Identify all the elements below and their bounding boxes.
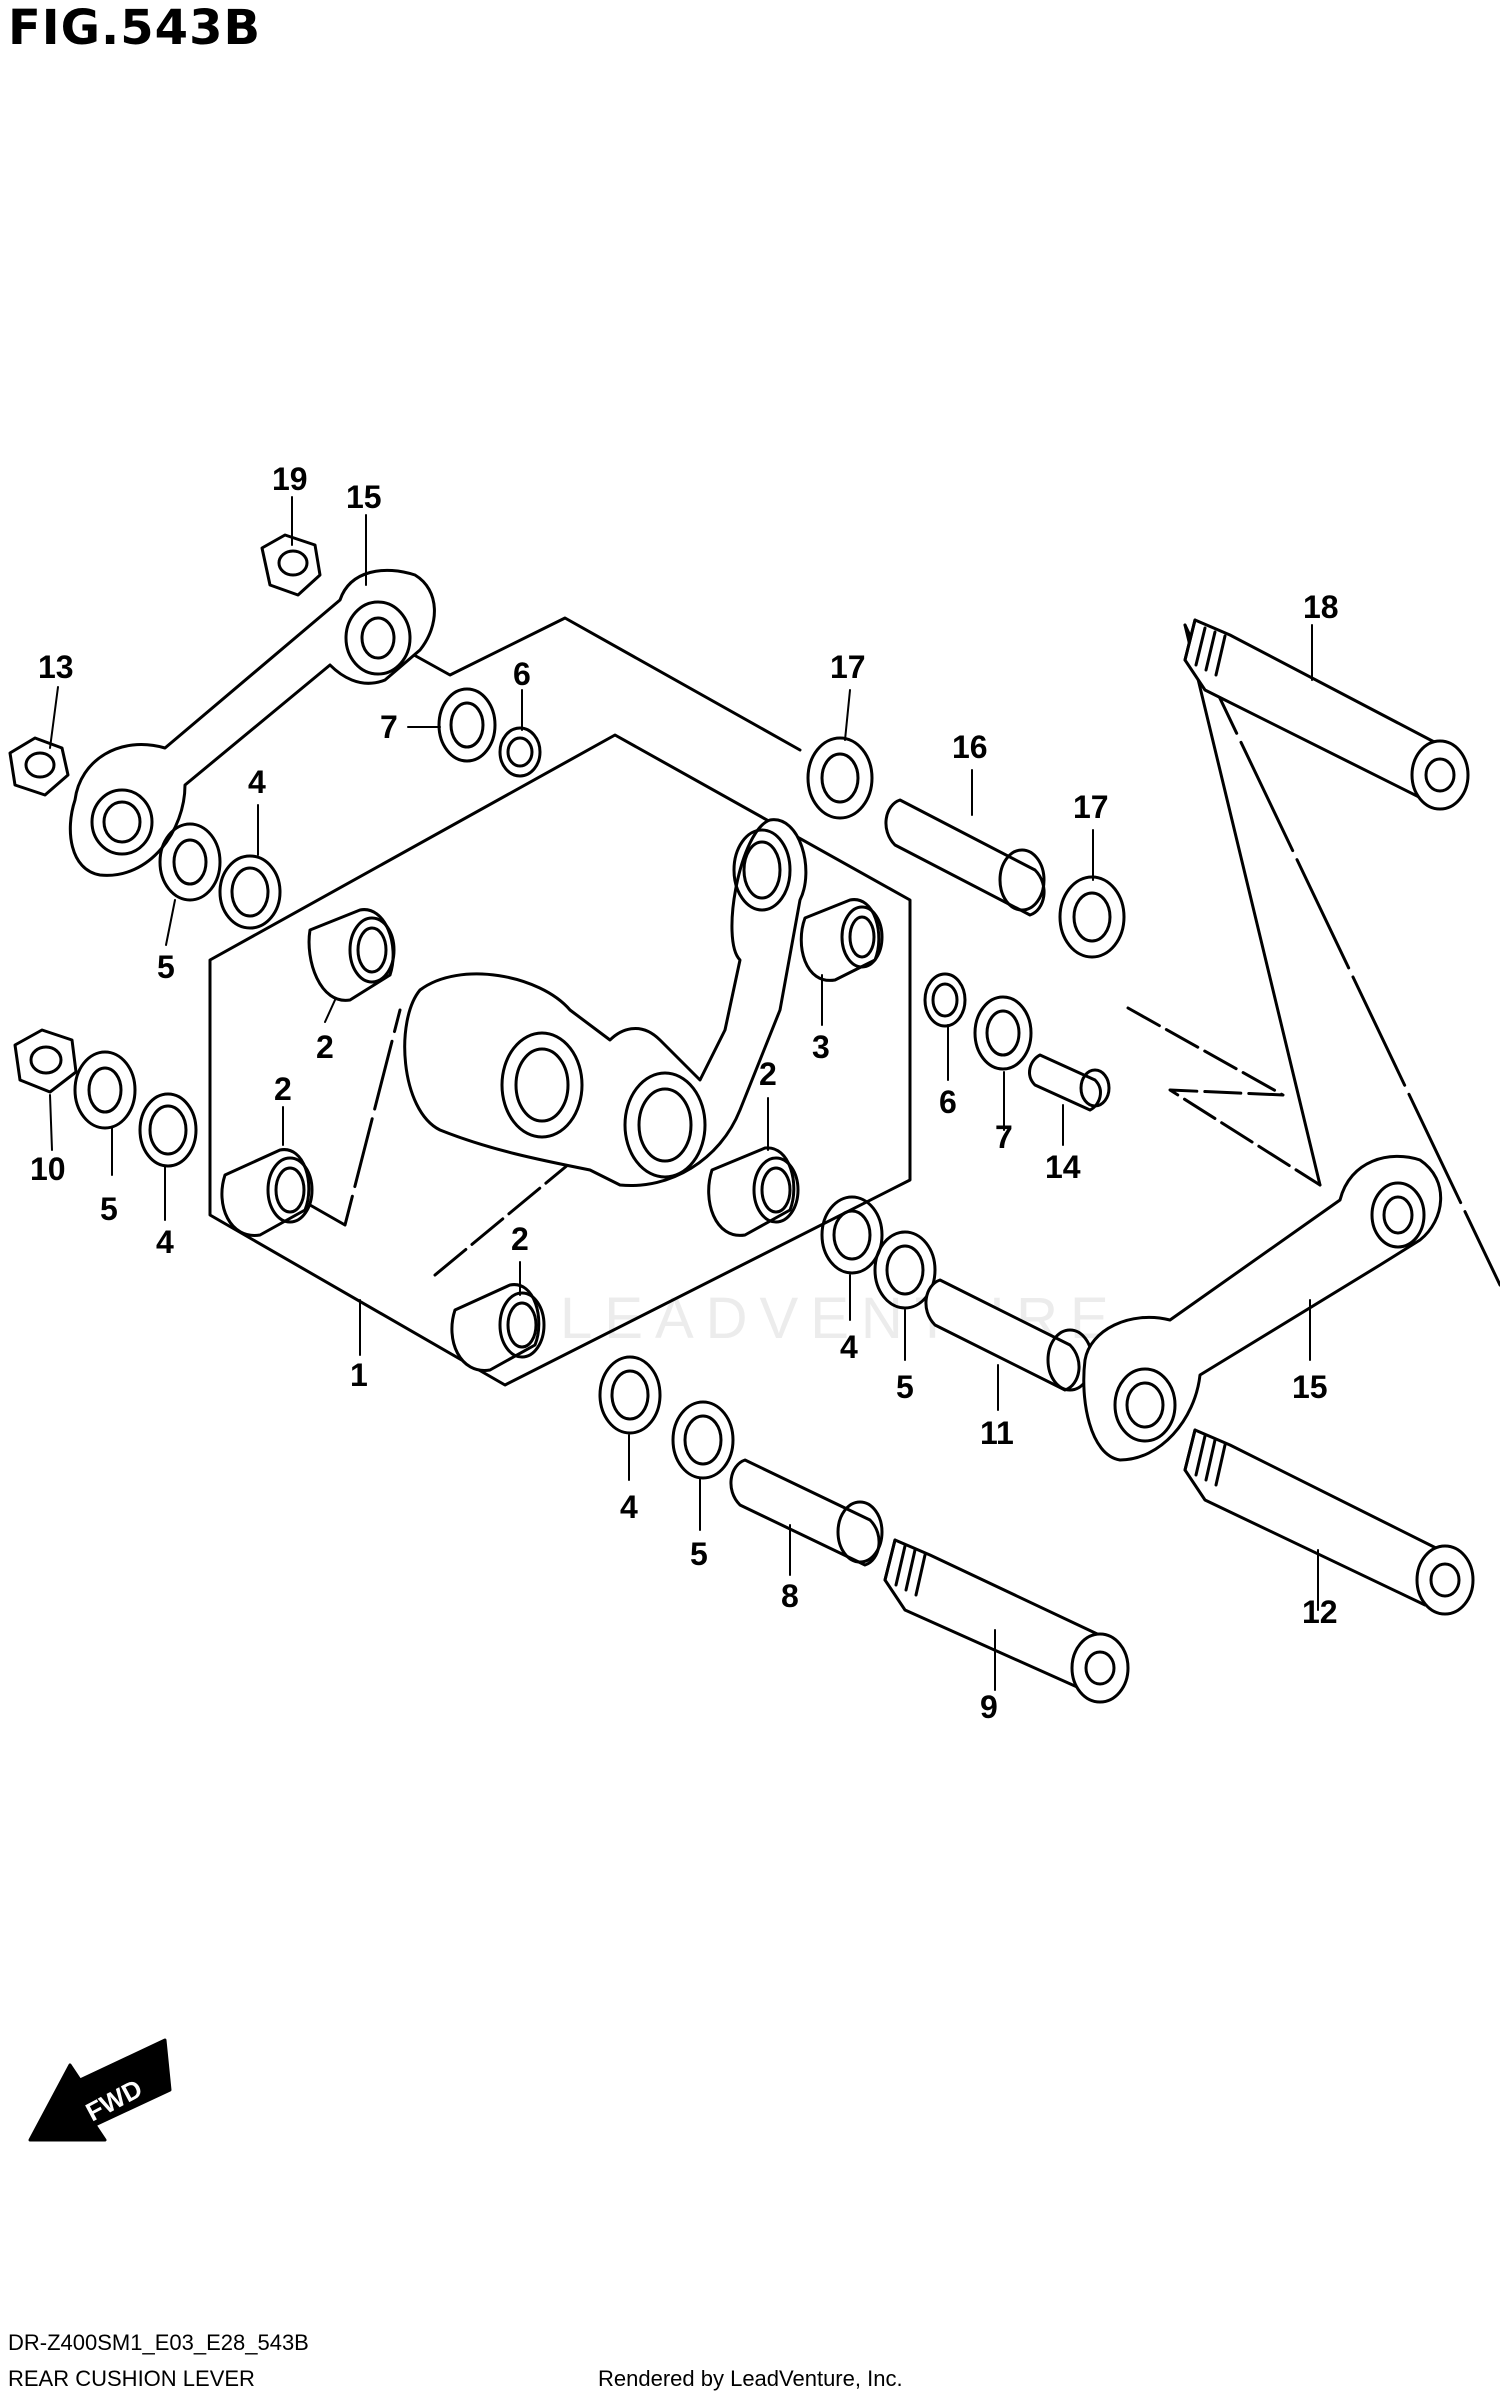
figure-title: FIG.543B bbox=[8, 0, 262, 56]
callout-15-upper: 15 bbox=[346, 479, 382, 515]
callout-1: 1 bbox=[350, 1357, 368, 1393]
callout-5-mid: 5 bbox=[896, 1369, 914, 1405]
fwd-arrow bbox=[28, 2038, 172, 2142]
callout-2-d: 2 bbox=[511, 1221, 529, 1257]
nut-13 bbox=[8, 736, 70, 797]
collars bbox=[729, 798, 1111, 1567]
section-name: REAR CUSHION LEVER bbox=[8, 2366, 255, 2391]
link-rod-upper bbox=[68, 568, 436, 877]
callout-17-upper: 17 bbox=[830, 649, 866, 685]
callout-14: 14 bbox=[1045, 1149, 1081, 1185]
link-rod-right bbox=[1082, 1154, 1443, 1462]
ref-line-bushing-left bbox=[308, 1008, 402, 1227]
ref-line-right-link bbox=[1126, 1006, 1322, 1187]
leader-lines bbox=[49, 496, 1319, 1691]
callout-13: 13 bbox=[38, 649, 74, 685]
bearings bbox=[220, 898, 884, 1372]
callout-4-upper: 4 bbox=[248, 764, 266, 800]
callout-4-left: 4 bbox=[156, 1224, 174, 1260]
model-code: DR-Z400SM1_E03_E28_543B bbox=[8, 2330, 309, 2355]
callout-11: 11 bbox=[980, 1415, 1014, 1451]
callout-2-c: 2 bbox=[759, 1056, 777, 1092]
callout-7-upper: 7 bbox=[380, 709, 398, 745]
nut-10 bbox=[13, 1028, 78, 1094]
callout-numbers: 19 15 13 6 7 17 16 17 18 4 5 2 2 3 2 6 7… bbox=[30, 461, 1339, 1725]
callout-17-right: 17 bbox=[1073, 789, 1109, 825]
rendered-by: Rendered by LeadVenture, Inc. bbox=[598, 2366, 903, 2391]
callout-9: 9 bbox=[980, 1689, 998, 1725]
callout-2-a: 2 bbox=[316, 1029, 334, 1065]
callout-5-low: 5 bbox=[690, 1536, 708, 1572]
callout-5-left: 5 bbox=[100, 1191, 118, 1227]
callout-10: 10 bbox=[30, 1151, 66, 1187]
callout-4-low: 4 bbox=[620, 1489, 638, 1525]
callout-4-mid: 4 bbox=[840, 1329, 858, 1365]
callout-6-upper: 6 bbox=[513, 656, 531, 692]
callout-5-upper: 5 bbox=[157, 949, 175, 985]
callout-15-right: 15 bbox=[1292, 1369, 1328, 1405]
ref-line-bushing-low bbox=[433, 1128, 612, 1277]
callout-18: 18 bbox=[1303, 589, 1339, 625]
callout-16: 16 bbox=[952, 729, 988, 765]
ref-line-bolt-18 bbox=[1183, 623, 1500, 1287]
callout-7-right: 7 bbox=[995, 1119, 1013, 1155]
washers bbox=[73, 687, 1126, 1480]
ref-line-bolt-18b bbox=[1183, 623, 1322, 1187]
ref-line-upper-link bbox=[403, 616, 802, 752]
callout-12: 12 bbox=[1302, 1594, 1338, 1630]
nut-19 bbox=[260, 533, 322, 597]
cushion-lever bbox=[403, 818, 808, 1188]
callout-8: 8 bbox=[781, 1578, 799, 1614]
callout-19: 19 bbox=[272, 461, 308, 497]
bolts bbox=[883, 618, 1475, 1704]
callout-3: 3 bbox=[812, 1029, 830, 1065]
callout-6-right: 6 bbox=[939, 1084, 957, 1120]
group-outline-lever bbox=[208, 733, 912, 1387]
callout-2-b: 2 bbox=[274, 1071, 292, 1107]
